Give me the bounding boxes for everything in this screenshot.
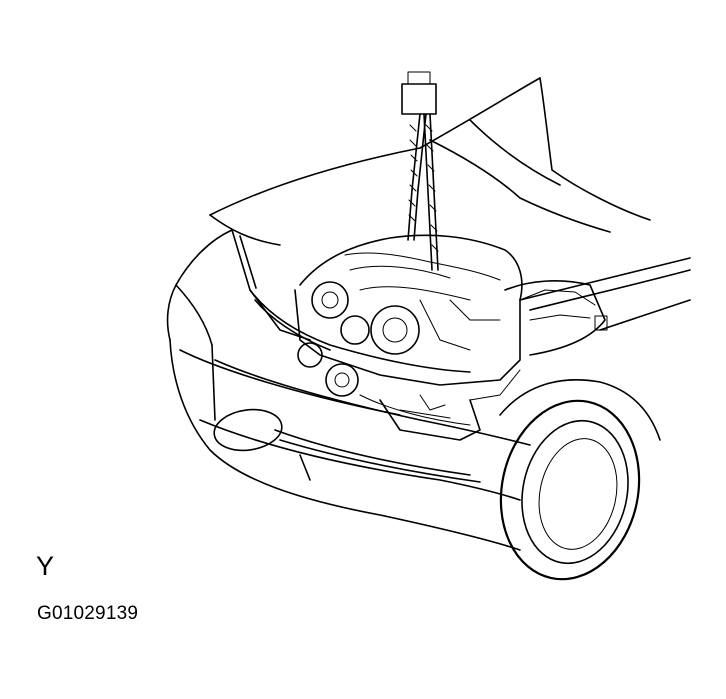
front-bumper [213,408,311,481]
front-wheel [499,379,661,581]
hood [209,77,651,246]
figure-code: G01029139 [37,603,139,624]
engine-assembly [294,234,523,426]
car-front-body [166,229,531,551]
fender [519,257,691,331]
hoist-chain [401,71,439,271]
view-label: Y [36,551,55,581]
subframe [379,369,521,441]
headlight [249,289,471,373]
transmission [504,280,608,356]
